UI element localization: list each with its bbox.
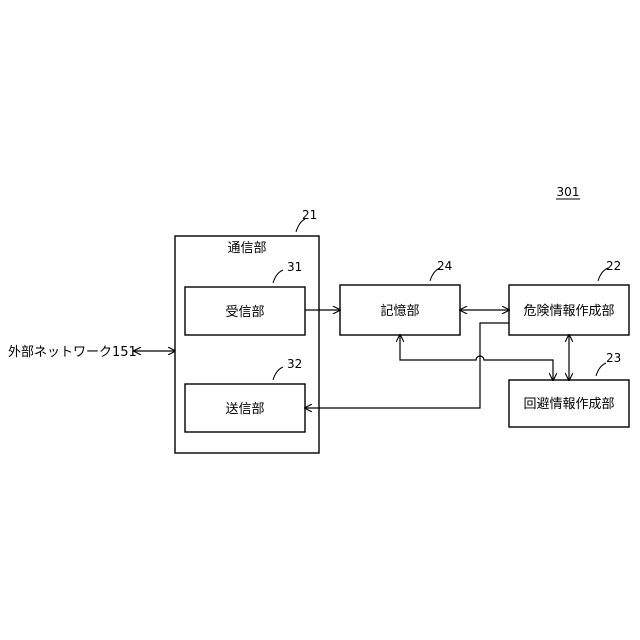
danger-info-unit-ref: 22 (606, 259, 621, 273)
communication-unit-ref: 21 (302, 208, 317, 222)
memory-unit-ref: 24 (437, 259, 452, 273)
figure-ref: 301 (557, 185, 580, 199)
danger-info-unit-label: 危険情報作成部 (523, 304, 614, 319)
avoidance-info-unit-label: 回避情報作成部 (523, 397, 614, 412)
arrow-memory-to-avoidance (400, 335, 553, 380)
communication-unit-label: 通信部 (227, 241, 266, 256)
arrow-danger-to-transmitting (305, 323, 509, 408)
transmitting-unit-label: 送信部 (225, 402, 264, 417)
receiving-unit-ref: 31 (287, 260, 302, 274)
memory-unit-block: 記憶部 24 (340, 259, 460, 335)
avoidance-info-unit-leader (596, 363, 606, 376)
transmitting-unit-ref: 32 (287, 357, 302, 371)
danger-info-unit-block: 危険情報作成部 22 (509, 259, 629, 335)
avoidance-info-unit-ref: 23 (606, 351, 621, 365)
external-network-label: 外部ネットワーク151 (8, 345, 137, 360)
memory-unit-label: 記憶部 (380, 303, 419, 319)
receiving-unit-label: 受信部 (225, 305, 264, 320)
